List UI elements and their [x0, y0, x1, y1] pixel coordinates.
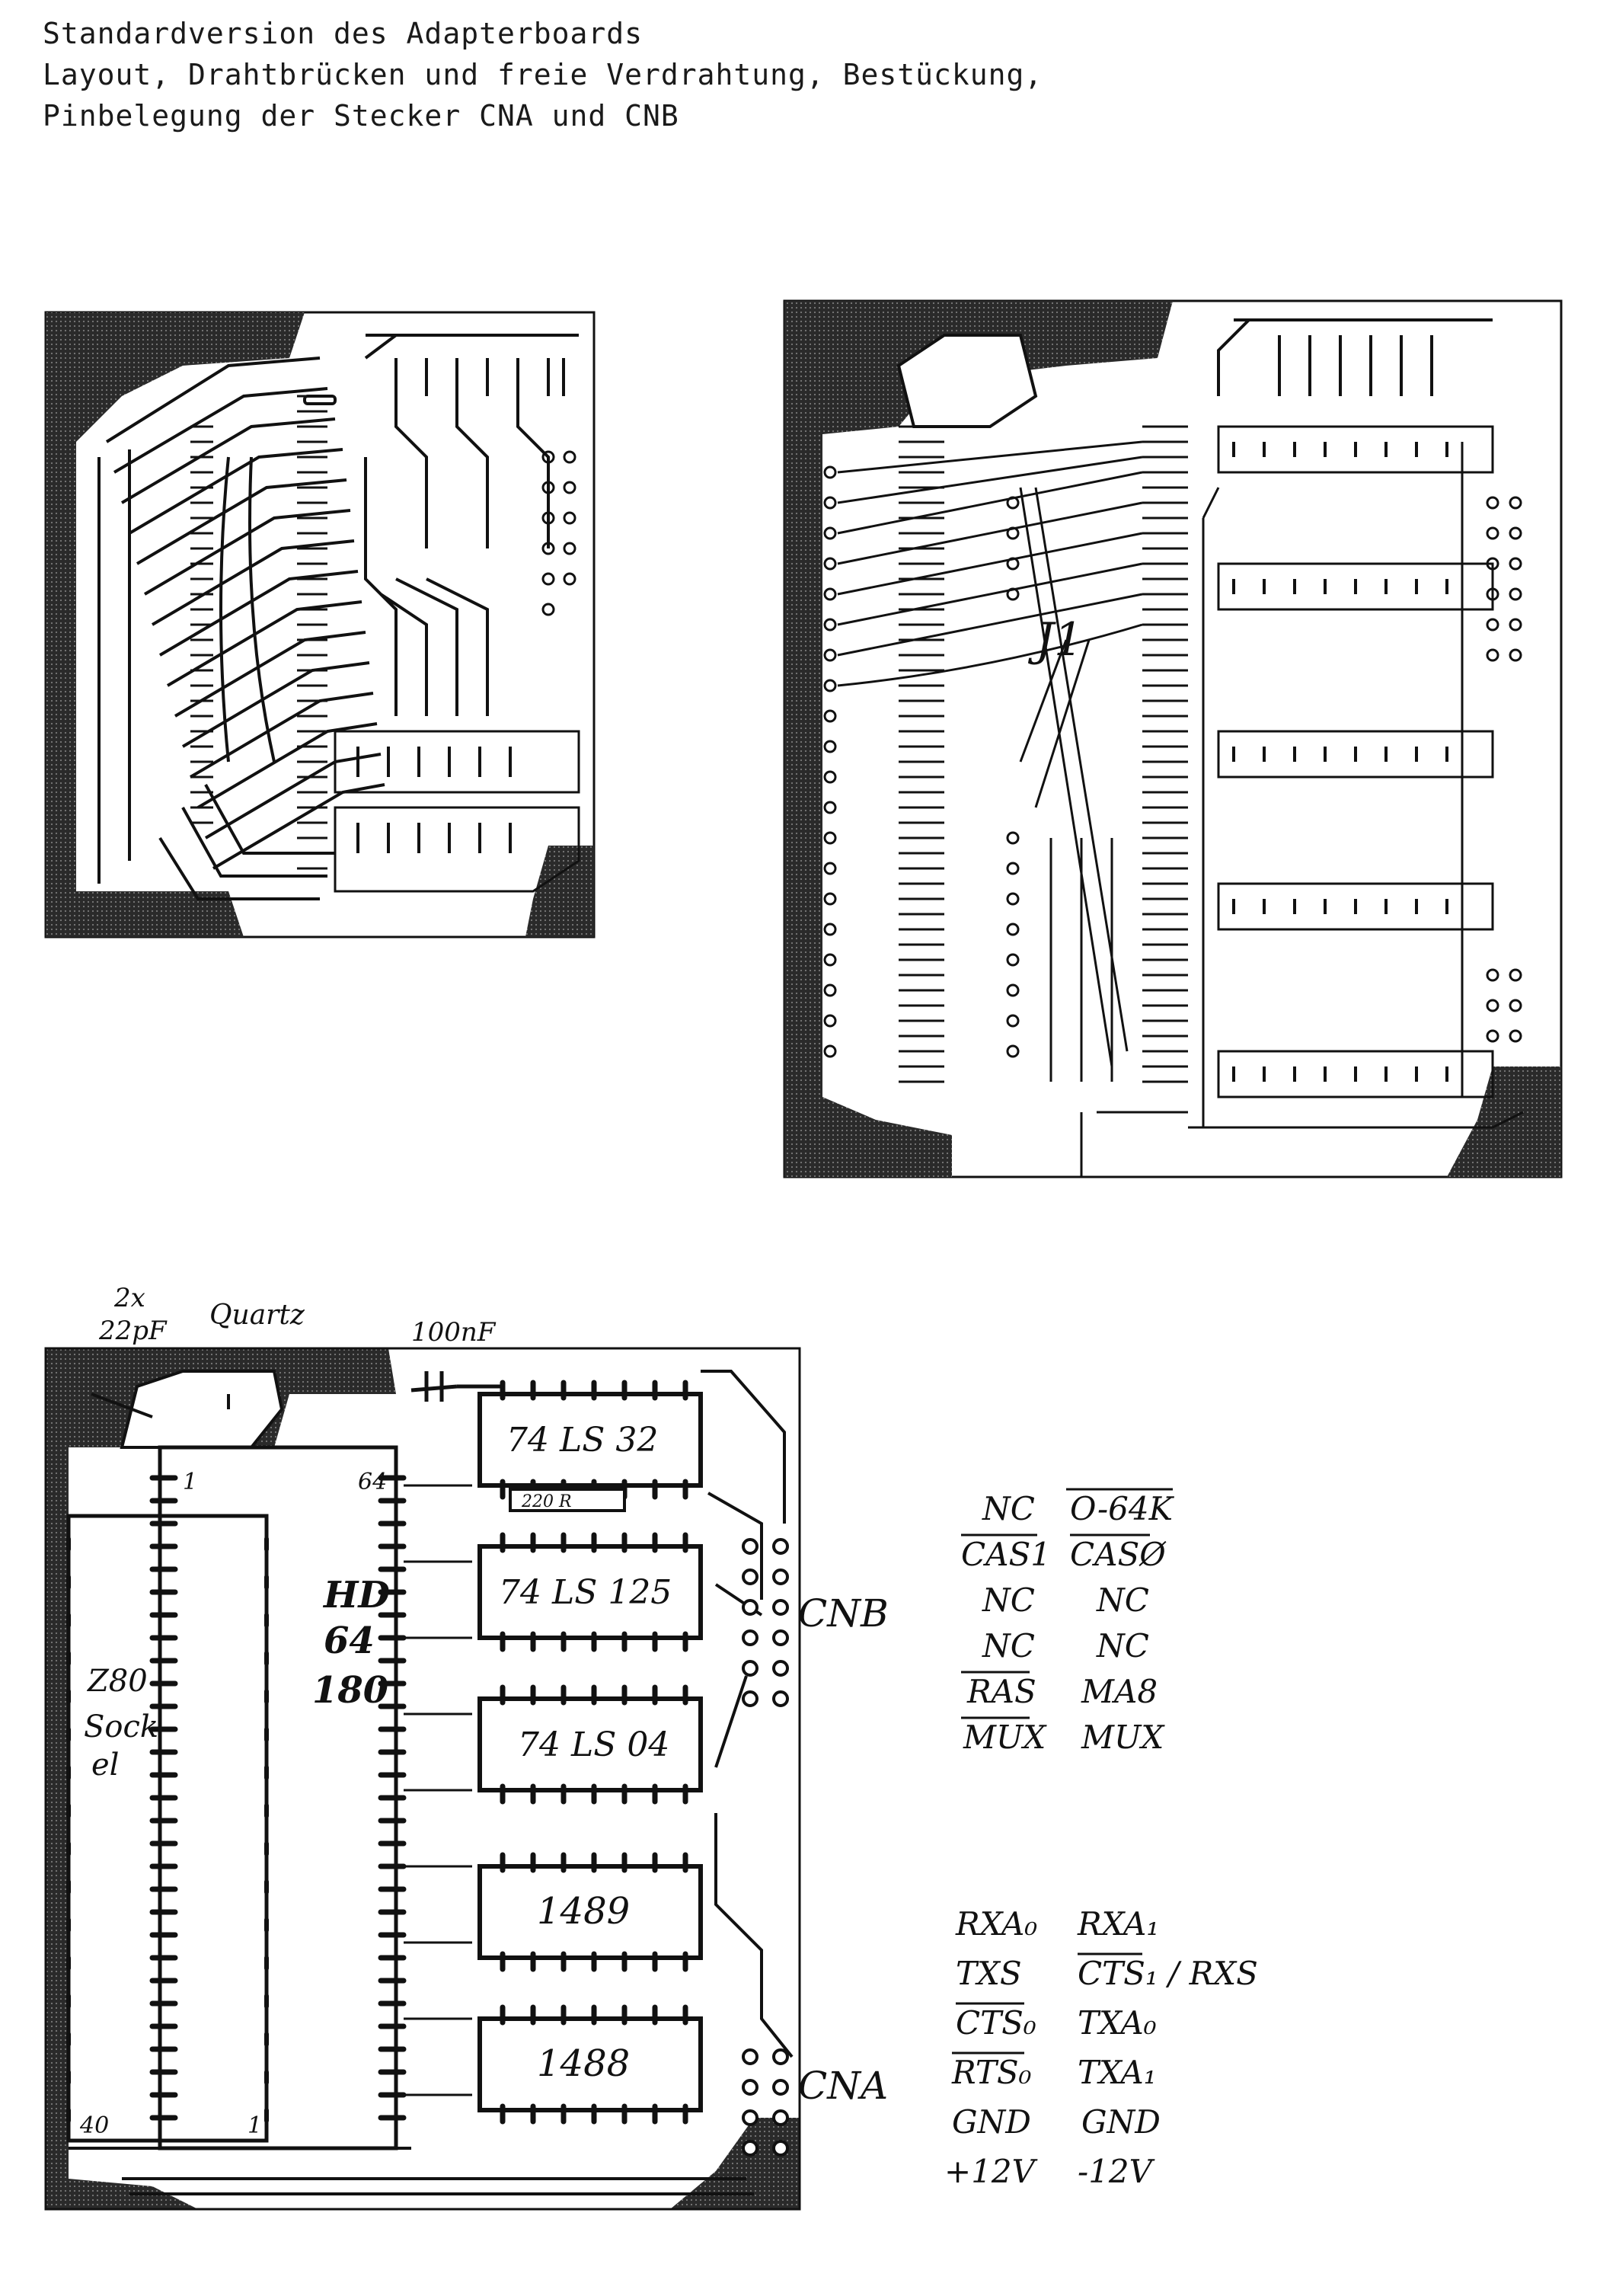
hd-label-1: HD — [322, 1574, 390, 1616]
cnb-pin-right: MUX — [1081, 1719, 1165, 1756]
cnb-pin-right: NC — [1096, 1581, 1149, 1619]
cnb-pin-left: MUX — [963, 1719, 1047, 1756]
cna-pin-right: RXA₁ — [1077, 1905, 1159, 1943]
cna-pin-right: GND — [1081, 2103, 1161, 2141]
resistor-label: 220 R — [521, 1492, 572, 1511]
cnb-pin-left: CAS1 — [961, 1536, 1051, 1573]
cna-pin-left: CTS₀ — [956, 2004, 1036, 2042]
pcb-left-layout — [44, 311, 596, 939]
cnb-pin-left: NC — [982, 1627, 1035, 1664]
pin64-label: 64 — [358, 1469, 387, 1495]
cnb-pin-left: NC — [982, 1581, 1035, 1619]
cap-100nf-label: 100nF — [411, 1317, 497, 1348]
quartz-label: Quartz — [209, 1300, 305, 1331]
cap-value-label: 22pF — [98, 1316, 168, 1346]
cnb-pin-right: MA8 — [1081, 1673, 1158, 1710]
ic-74ls125-label: 74 LS 125 — [499, 1573, 672, 1612]
ic-1488-label: 1488 — [537, 2042, 630, 2085]
cnb-pin-left: RAS — [966, 1673, 1036, 1710]
z80-label: Z80 — [86, 1664, 148, 1699]
cna-pin-left: +12V — [944, 2153, 1038, 2190]
cnb-pin-right: O-64K — [1070, 1490, 1175, 1527]
pin40-label: 40 — [79, 2112, 109, 2139]
pcb-right-layout: J1 — [783, 299, 1563, 1178]
cna-pin-table: RXA₀ RXA₁ TXS CTS₁ / RXS CTS₀ TXA₀ RTS₀ … — [944, 1905, 1258, 2190]
hd-label-3: 180 — [312, 1669, 388, 1712]
cna-pin-right: CTS₁ / RXS — [1078, 1955, 1258, 1992]
header-line-1: Standardversion des Adapterboards — [43, 17, 643, 50]
cna-pin-right: TXA₁ — [1078, 2054, 1157, 2091]
cap-count-label: 2x — [113, 1283, 145, 1313]
cna-pin-right: TXA₀ — [1078, 2004, 1157, 2042]
cna-pin-left: TXS — [956, 1955, 1022, 1992]
cnb-pin-left: NC — [982, 1490, 1035, 1527]
hd-label-2: 64 — [324, 1620, 375, 1662]
socket-label-2: el — [91, 1748, 119, 1783]
cna-label: CNA — [798, 2064, 888, 2108]
jumper-label: J1 — [1027, 613, 1083, 667]
cna-pin-left: RXA₀ — [955, 1905, 1037, 1943]
cna-pin-right: -12V — [1078, 2153, 1155, 2190]
ic-1489-label: 1489 — [537, 1890, 630, 1933]
cnb-label: CNB — [798, 1591, 889, 1636]
cnb-pin-right: CASØ — [1070, 1536, 1167, 1573]
cna-pin-left: RTS₀ — [951, 2054, 1032, 2091]
header-line-2: Layout, Drahtbrücken und freie Verdrahtu… — [43, 58, 1043, 91]
placement-diagram: 2x 22pF Quartz 100nF Z80 Sock- el HD 64 … — [44, 1283, 889, 2211]
header-line-3: Pinbelegung der Stecker CNA und CNB — [43, 99, 679, 133]
cnb-pin-right: NC — [1096, 1627, 1149, 1664]
pin1b-label: 1 — [248, 2112, 262, 2139]
ic-74ls32-label: 74 LS 32 — [506, 1421, 658, 1460]
socket-label-1: Sock- — [84, 1709, 168, 1744]
cnb-pin-table: NC O-64K CAS1 CASØ NC NC NC NC RAS MA8 M… — [961, 1488, 1175, 1756]
pin1-label: 1 — [183, 1469, 197, 1495]
cna-pin-left: GND — [952, 2103, 1031, 2141]
ic-74ls04-label: 74 LS 04 — [518, 1725, 669, 1764]
